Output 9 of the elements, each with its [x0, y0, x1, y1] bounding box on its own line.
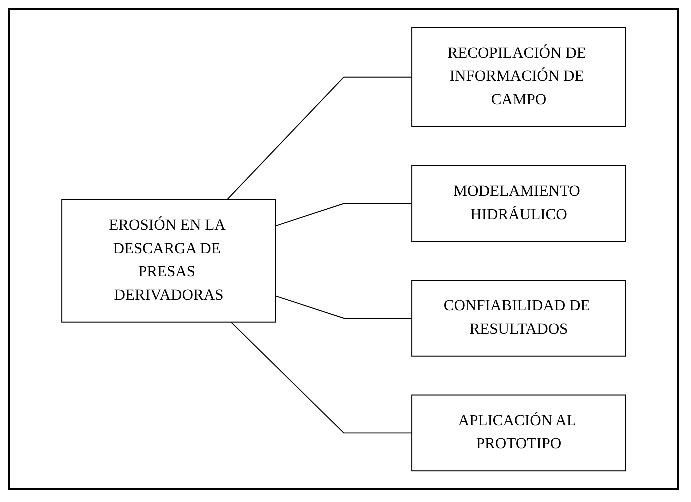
node-box: CONFIABILIDAD DE RESULTADOS [411, 280, 626, 356]
node-box: MODELAMIENTO HIDRÁULICO [411, 164, 626, 242]
node-box: RECOPILACIÓN DE INFORMACIÓN DE CAMPO [411, 26, 626, 127]
node-box: EROSIÓN EN LA DESCARGA DE PRESAS DERIVADORAS [61, 198, 276, 322]
connector [226, 76, 412, 200]
node-box: APLICACIÓN AL PROTOTIPO [411, 394, 626, 472]
connector [230, 321, 412, 434]
connector [274, 295, 412, 318]
connector [274, 202, 412, 226]
